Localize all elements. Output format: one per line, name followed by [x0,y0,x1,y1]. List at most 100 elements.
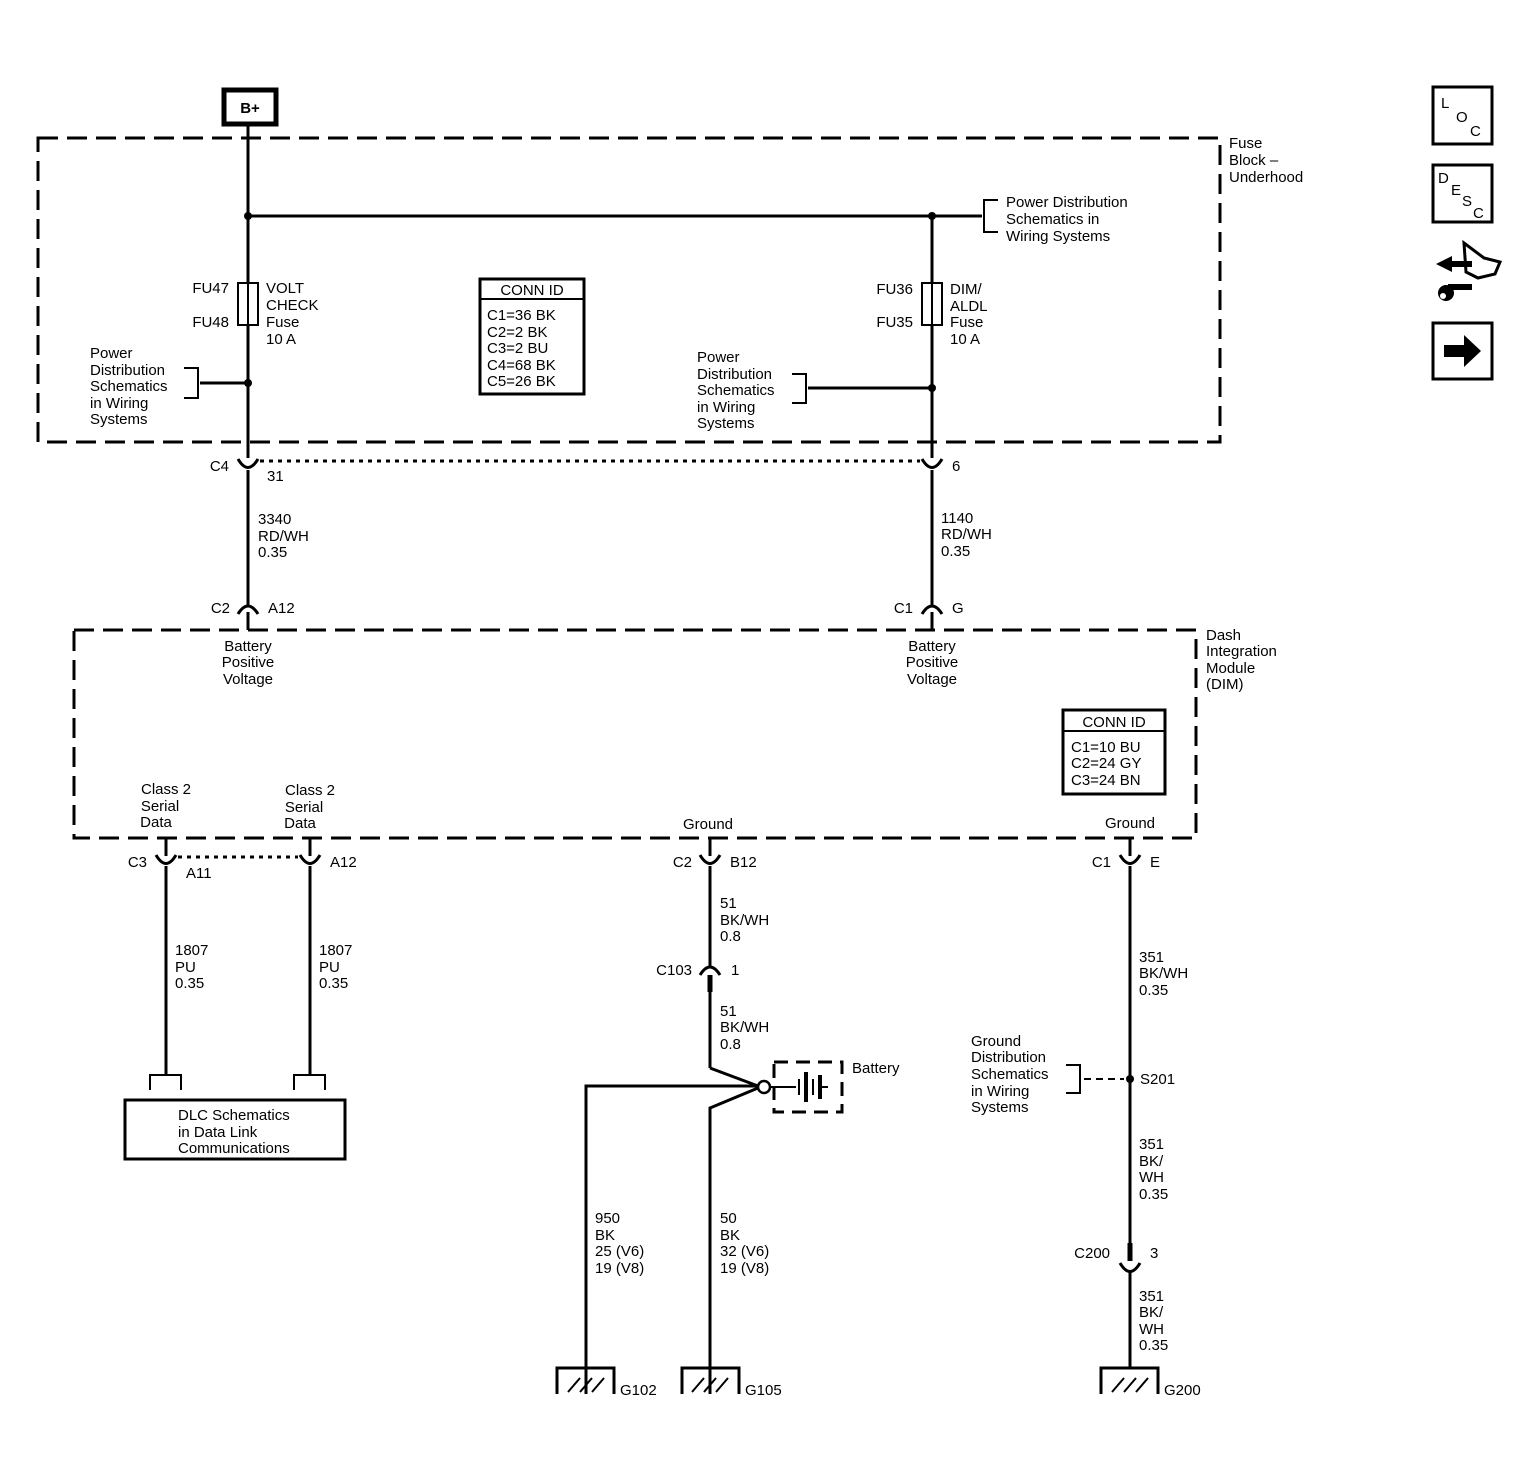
dim-serial-data-2-label: Class 2 Serial Data [284,782,335,832]
svg-text:BK: BK [595,1227,615,1244]
svg-text:in Wiring: in Wiring [90,395,148,412]
svg-text:BK/: BK/ [1139,1153,1164,1170]
wire-51-upper: 51 BK/WH 0.8 [720,895,769,945]
b-plus-supply: B+ [221,87,279,127]
svg-text:C2=2 BK: C2=2 BK [487,324,547,341]
svg-text:Ground: Ground [971,1033,1021,1050]
svg-text:C: C [1470,123,1481,140]
dim-battery-voltage-left-label: Battery Positive Voltage [222,638,275,688]
svg-text:Distribution: Distribution [697,366,772,383]
svg-text:19 (V8): 19 (V8) [720,1260,769,1277]
svg-text:CHECK: CHECK [266,297,319,314]
power-distribution-ref-left: Power Distribution Schematics in Wiring … [90,345,199,428]
svg-text:E: E [1150,854,1160,871]
svg-text:Voltage: Voltage [907,671,957,688]
svg-text:0.35: 0.35 [1139,1337,1168,1354]
svg-text:C2=24 GY: C2=24 GY [1071,755,1141,772]
dim-battery-voltage-right-label: Battery Positive Voltage [906,638,959,688]
svg-text:0.35: 0.35 [319,975,348,992]
svg-text:Schematics: Schematics [90,378,168,395]
svg-text:C1=36 BK: C1=36 BK [487,307,556,324]
dlc-reference-box: DLC Schematics in Data Link Communicatio… [123,1098,347,1161]
svg-text:C3=24 BN: C3=24 BN [1071,772,1141,789]
svg-text:Schematics in: Schematics in [1006,211,1099,228]
svg-text:BK: BK [720,1227,740,1244]
dim-ground-1-label: Ground [683,816,733,833]
svg-text:Fuse: Fuse [266,314,299,331]
svg-text:O: O [1456,109,1468,126]
svg-text:1140: 1140 [941,510,973,527]
svg-text:Serial: Serial [285,799,323,816]
svg-text:BK/WH: BK/WH [720,912,769,929]
fuse-dim-aldl: FU36 FU35 DIM/ ALDL Fuse 10 A [876,281,987,348]
svg-text:C5=26 BK: C5=26 BK [487,373,556,390]
desc-icon[interactable]: D E S C [1431,163,1494,224]
connector-c2-a12: C2 A12 [211,600,295,630]
svg-text:Class 2: Class 2 [141,781,191,798]
svg-text:Fuse: Fuse [1229,135,1262,152]
svg-text:19 (V8): 19 (V8) [595,1260,644,1277]
wire-351-lower: 351 BK/ WH 0.35 [1139,1288,1168,1354]
svg-text:DLC Schematics: DLC Schematics [178,1107,290,1124]
fuse-block-boundary [36,136,1222,444]
svg-text:A12: A12 [330,854,357,871]
svg-text:WH: WH [1139,1321,1164,1338]
dim-label: Dash Integration Module (DIM) [1206,627,1277,693]
svg-text:Schematics: Schematics [697,382,775,399]
fuse-left-bottom-terminal: FU48 [192,314,229,331]
svg-text:Module: Module [1206,660,1255,677]
svg-text:L: L [1441,95,1449,112]
connector-wrench-icon[interactable] [1436,239,1503,301]
svg-text:3: 3 [1150,1245,1158,1262]
svg-text:Battery: Battery [908,638,956,655]
svg-text:C1=10 BU: C1=10 BU [1071,739,1141,756]
battery-label: Battery [852,1060,900,1077]
loc-icon[interactable]: L O C [1431,85,1494,146]
connector-c4-6: 6 [920,458,960,475]
svg-text:in Wiring: in Wiring [697,399,755,416]
svg-text:CONN ID: CONN ID [1082,714,1146,731]
svg-text:Data: Data [284,815,316,832]
power-distribution-ref-top: Power Distribution Schematics in Wiring … [983,194,1128,245]
arrow-right-icon[interactable] [1431,321,1494,381]
connector-c2-b12: C2 B12 [673,838,757,871]
ground-g105-icon: G105 [680,1366,782,1399]
wire-1807-a: 1807 PU 0.35 [175,942,208,992]
ground-g200-icon: G200 [1099,1366,1201,1399]
b-plus-label: B+ [240,100,260,117]
wire-351-mid: 351 BK/ WH 0.35 [1139,1136,1168,1203]
ground-distribution-ref: Ground Distribution Schematics in Wiring… [971,1033,1081,1116]
svg-text:D: D [1438,170,1449,187]
svg-text:S: S [1462,193,1472,210]
svg-text:B12: B12 [730,854,757,871]
svg-text:BK/WH: BK/WH [1139,965,1188,982]
svg-text:Battery: Battery [224,638,272,655]
power-distribution-ref-middle: Power Distribution Schematics in Wiring … [697,349,807,432]
svg-text:ALDL: ALDL [950,298,988,315]
svg-text:0.35: 0.35 [1139,982,1168,999]
connector-c200: C200 3 [1074,1243,1158,1273]
svg-text:Positive: Positive [906,654,959,671]
wire-1140: 1140 RD/WH 0.35 [941,510,992,560]
svg-text:PU: PU [175,959,196,976]
svg-text:0.8: 0.8 [720,1036,741,1053]
svg-text:Voltage: Voltage [223,671,273,688]
svg-text:RD/WH: RD/WH [941,526,992,543]
svg-text:Schematics: Schematics [971,1066,1049,1083]
fuse-right-bottom-terminal: FU35 [876,314,913,331]
fuse-right-top-terminal: FU36 [876,281,913,298]
svg-text:C: C [1473,205,1484,222]
svg-text:Communications: Communications [178,1140,290,1157]
svg-text:Wiring Systems: Wiring Systems [1006,228,1110,245]
svg-text:C4: C4 [210,458,229,475]
fuse-block-conn-id-table: CONN ID C1=36 BK C2=2 BK C3=2 BU C4=68 B… [478,277,586,396]
svg-text:351: 351 [1139,949,1164,966]
dim-ground-2-label: Ground [1105,815,1155,832]
connector-a12-serial: A12 [298,838,357,871]
svg-text:C2: C2 [673,854,692,871]
wire-351-upper: 351 BK/WH 0.35 [1139,949,1188,999]
svg-text:Distribution: Distribution [90,362,165,379]
svg-text:Power: Power [697,349,740,366]
svg-text:1: 1 [731,962,739,979]
